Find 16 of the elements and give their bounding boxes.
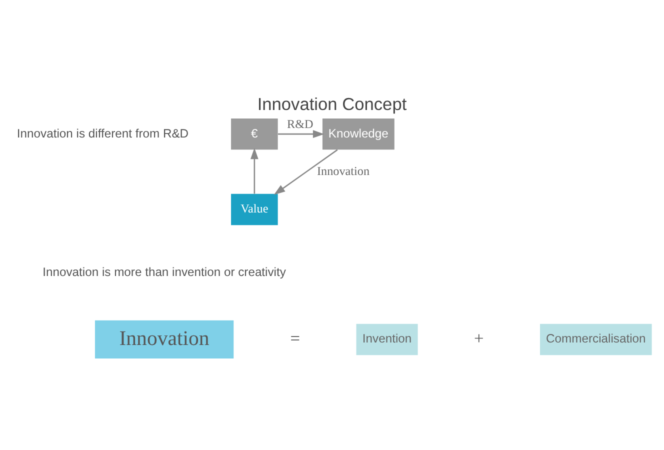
node-box: € xyxy=(231,118,278,150)
label: + xyxy=(474,328,484,348)
edge-label: Innovation xyxy=(316,163,370,178)
edge-label: R&D xyxy=(287,116,314,131)
node-box: Invention xyxy=(356,323,418,355)
arrow xyxy=(278,130,324,138)
arrow xyxy=(250,147,258,194)
node-box: Innovation xyxy=(94,320,234,358)
node-box: Knowledge xyxy=(322,118,394,150)
label: = xyxy=(290,328,300,348)
node-box: Value xyxy=(231,193,278,225)
diagram-title: Innovation Concept xyxy=(257,93,407,114)
label: Innovation is more than invention or creativity xyxy=(42,264,286,278)
label: Innovation is different from R&D xyxy=(16,126,189,140)
node-box: Commercialisation xyxy=(540,323,652,355)
arrow xyxy=(274,148,338,194)
